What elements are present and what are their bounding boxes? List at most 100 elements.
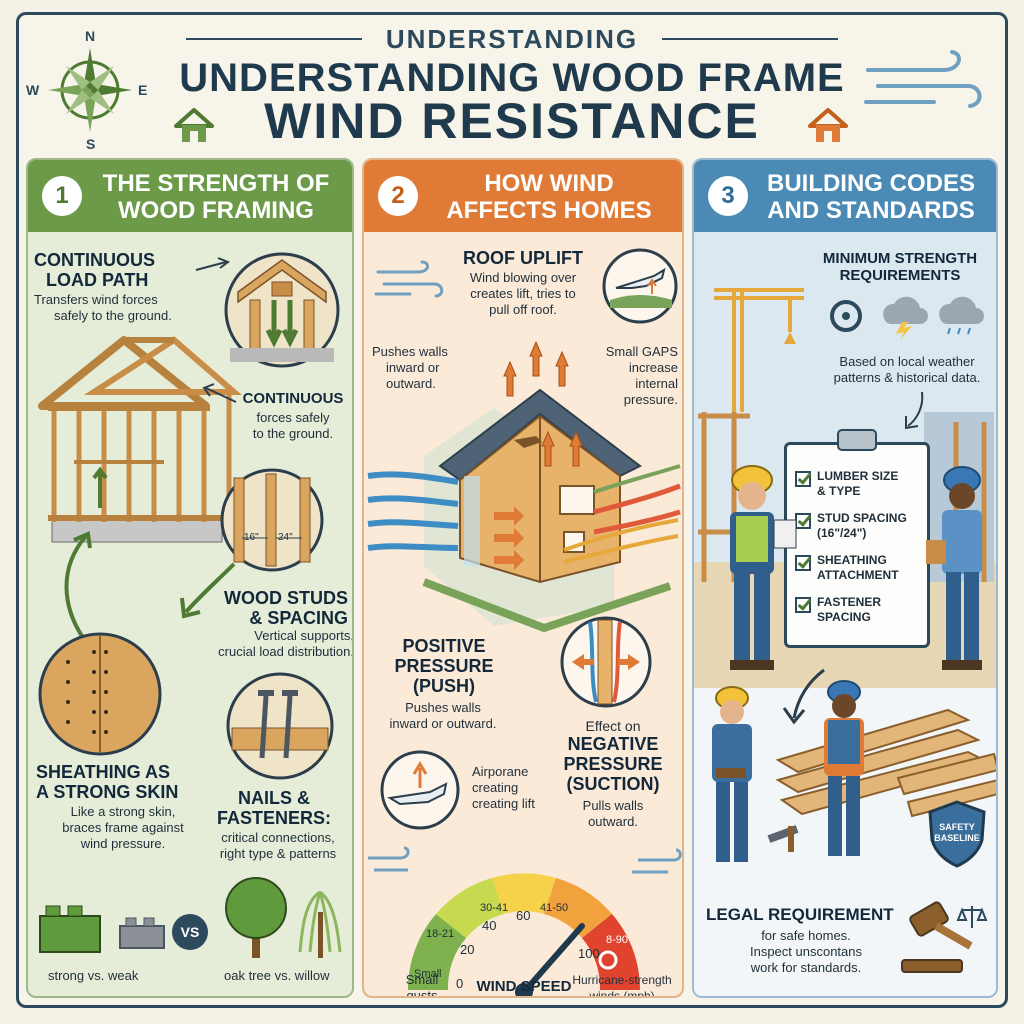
pushes-walls-line2: inward or — [386, 360, 440, 375]
nails-desc-line2: right type & patterns — [219, 846, 337, 861]
min-strength-desc-line1: Based on local weather — [839, 354, 975, 369]
header: UNDERSTANDING UNDERSTANDING WOOD FRAME W… — [0, 0, 1024, 156]
load-path-title: CONTINUOUS LOAD PATH — [34, 250, 155, 290]
small-gaps-line4: pressure. — [623, 392, 678, 407]
checklist-item-line2: SPACING — [817, 610, 871, 624]
roof-uplift-desc-line3: pull off roof. — [489, 302, 557, 317]
small-gaps-note: Small GAPS increase internal pressure. — [586, 344, 678, 408]
sheathing-desc-line1: Like a strong skin, — [70, 804, 176, 819]
kicker: UNDERSTANDING — [385, 24, 639, 54]
negative-pressure-line1: NEGATIVE — [567, 734, 659, 754]
arrow-icon — [782, 668, 825, 725]
checklist-item: STUD SPACING(16"/24") — [795, 509, 927, 551]
gauge-band-label: Small — [414, 968, 442, 980]
gauge-left-caption-line2: gusts — [406, 988, 438, 998]
house-icon — [808, 108, 848, 142]
checklist-item-line2: & TYPE — [817, 484, 861, 498]
min-strength-desc: Based on local weather patterns & histor… — [814, 354, 996, 386]
nails-desc: critical connections, right type & patte… — [206, 830, 350, 862]
sheathing-title-line2: A STRONG SKIN — [36, 782, 179, 802]
gauge-tick: 100 — [578, 946, 600, 961]
gauge-band-label: 8-90 — [606, 934, 629, 946]
sheathing-desc: Like a strong skin, braces frame against… — [36, 804, 210, 852]
roof-uplift-desc-line2: creates lift, tries to — [470, 286, 576, 301]
stud-spacing-16: 16" — [244, 532, 259, 543]
studs-title: WOOD STUDS & SPACING — [128, 588, 348, 628]
gauge-title: WIND SPEED — [476, 978, 572, 995]
airplane-note-line3: creating lift — [472, 796, 535, 811]
checkbox-checked-icon — [795, 554, 812, 571]
section-title-line1: BUILDING CODES — [766, 170, 975, 197]
arrow-icon — [180, 562, 236, 619]
airplane-lift-icon — [602, 248, 678, 324]
checklist-item-line1: STUD SPACING — [817, 511, 907, 525]
stud-spacing-24: 24" — [278, 532, 293, 543]
section-number: 1 — [42, 176, 82, 216]
roof-uplift-title: ROOF UPLIFT — [463, 248, 583, 268]
section-title-line2: WOOD FRAMING — [118, 197, 314, 224]
checkbox-checked-icon — [795, 470, 812, 487]
worker-illustration — [926, 466, 982, 670]
checkbox-checked-icon — [795, 596, 812, 613]
section-title-line1: THE STRENGTH OF — [102, 170, 330, 197]
nails-illustration — [226, 672, 334, 780]
section-wood-framing: 1 THE STRENGTH OF WOOD FRAMING CONTINUOU… — [26, 158, 354, 998]
continuous-title: CONTINUOUS — [242, 390, 344, 407]
positive-pressure-line2: PRESSURE — [394, 656, 494, 676]
studs-desc-line1: Vertical supports, — [254, 628, 354, 643]
airplane-note-line1: Airporane — [472, 764, 529, 779]
continuous-desc-line1: forces safely — [256, 410, 330, 425]
studs-desc: Vertical supports, crucial load distribu… — [108, 628, 354, 660]
load-path-title-line2: LOAD PATH — [46, 270, 149, 290]
section-title: HOW WIND AFFECTS HOMES — [424, 170, 674, 224]
nails-title-line1: NAILS & — [238, 788, 310, 808]
negative-pressure-line3: (SUCTION) — [566, 774, 660, 794]
section-title-line2: AFFECTS HOMES — [446, 197, 652, 224]
load-path-desc-line1: Transfers wind forces — [34, 292, 158, 307]
inspector-illustration — [730, 465, 797, 670]
section-title: THE STRENGTH OF WOOD FRAMING — [88, 170, 344, 224]
section-header: 1 THE STRENGTH OF WOOD FRAMING — [28, 160, 352, 232]
gauge-left-caption: Small gusts — [392, 972, 452, 998]
house-wind-illustration — [367, 340, 681, 633]
positive-pressure-line3: (PUSH) — [413, 676, 475, 696]
compass-north: N — [85, 28, 96, 44]
clipboard-clip — [837, 429, 877, 451]
min-strength-title-line2: REQUIREMENTS — [839, 267, 961, 284]
negative-pressure-title: NEGATIVE PRESSURE (SUCTION) — [538, 734, 682, 794]
nails-title-line2: FASTENERS: — [216, 808, 331, 828]
continuous-desc-line2: to the ground. — [252, 426, 334, 441]
pushes-walls-note: Pushes walls inward or outward. — [372, 344, 448, 392]
vs-badge: VS — [172, 914, 208, 950]
arrow-icon — [202, 383, 237, 403]
legal-requirement-desc-line3: work for standards. — [750, 960, 862, 975]
arrow-icon — [195, 257, 231, 271]
airplane-icon — [380, 750, 460, 830]
studs-title-line2: & SPACING — [249, 608, 348, 628]
min-strength-title: MINIMUM STRENGTH REQUIREMENTS — [802, 250, 996, 284]
gauge-right-caption-line2: winds (mph) — [589, 989, 655, 998]
sheathing-desc-line2: braces frame against — [62, 820, 184, 835]
airplane-note: Airporane creating creating lift — [472, 764, 535, 812]
building-blocks-illustration — [39, 905, 165, 953]
positive-pressure-desc: Pushes walls inward or outward. — [368, 700, 518, 732]
gauge-right-caption: Hurricane-strength winds (mph) — [560, 972, 682, 998]
house-icon — [174, 108, 214, 142]
safety-badge-line1: SAFETY — [939, 822, 975, 832]
gauge-band-label: 41-50 — [540, 902, 569, 914]
house-frame-illustration — [38, 336, 243, 543]
compass-south: S — [86, 136, 96, 152]
wind-icon — [374, 260, 444, 298]
load-path-desc-line2: safely to the ground. — [54, 308, 172, 323]
compass-east: E — [138, 82, 148, 98]
gauge-tick: 20 — [460, 942, 475, 957]
positive-pressure-desc-line1: Pushes walls — [405, 700, 481, 715]
sheathing-desc-line3: wind pressure. — [80, 836, 166, 851]
min-strength-title-line1: MINIMUM STRENGTH — [822, 250, 978, 267]
airplane-note-line2: creating — [472, 780, 519, 795]
wind-icon — [864, 50, 982, 108]
negative-pressure-desc-line2: outward. — [588, 814, 638, 829]
